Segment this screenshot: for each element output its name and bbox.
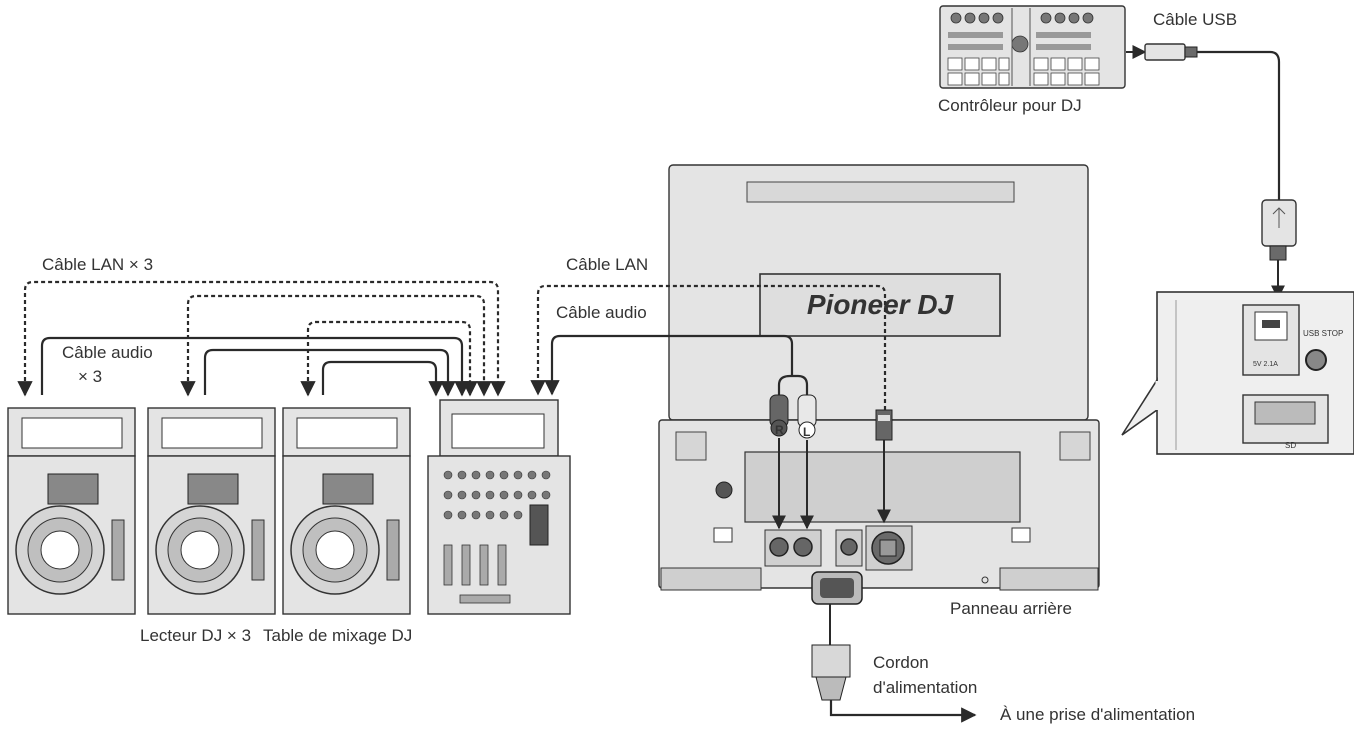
dj-player-1	[7, 407, 136, 615]
usb-cable	[1126, 43, 1297, 300]
speech-bubble-pointer	[1121, 377, 1158, 436]
power-cord-label-line1: Cordon	[873, 653, 929, 672]
dj-controller	[939, 5, 1126, 89]
usb-cable-label: Câble USB	[1153, 10, 1237, 29]
power-cord	[811, 604, 977, 723]
pioneer-dj-logo: Pioneer DJ	[807, 289, 955, 320]
main-unit-rear: Pioneer DJ	[658, 164, 1100, 605]
dj-controller-label: Contrôleur pour DJ	[938, 96, 1082, 115]
jack-l-label: L	[803, 425, 810, 439]
power-cord-label-line2: d'alimentation	[873, 678, 977, 697]
lan-plug	[875, 409, 893, 524]
jack-r-label: R	[775, 423, 784, 437]
rear-panel-zoom: USB STOP 5V 2.1A SD	[1121, 291, 1354, 455]
dj-player-3	[282, 407, 411, 615]
lan-cable-x3-label: Câble LAN × 3	[42, 255, 153, 274]
lan-cables-x3	[17, 280, 506, 397]
rear-panel-label: Panneau arrière	[950, 599, 1072, 618]
audio-cable-to-unit	[544, 334, 794, 396]
dj-mixer	[427, 399, 571, 615]
rca-plugs: R L	[769, 374, 817, 530]
audio-cable-label: Câble audio	[556, 303, 647, 322]
dj-mixer-label: Table de mixage DJ	[263, 626, 412, 645]
audio-cables-x3	[40, 336, 470, 397]
lan-cable-to-unit	[530, 284, 887, 410]
dj-player-2	[147, 407, 276, 615]
usb-stop-label: USB STOP	[1303, 329, 1343, 338]
usb-rating-label: 5V 2.1A	[1253, 361, 1278, 368]
audio-cable-x3-label-line2: × 3	[78, 367, 102, 386]
usb-icon	[1272, 207, 1286, 228]
lan-cable-label: Câble LAN	[566, 255, 648, 274]
dj-player-x3-label: Lecteur DJ × 3	[140, 626, 251, 645]
audio-cable-x3-label-line1: Câble audio	[62, 343, 153, 362]
power-outlet-label: À une prise d'alimentation	[1000, 705, 1195, 724]
sd-label: SD	[1285, 441, 1296, 450]
